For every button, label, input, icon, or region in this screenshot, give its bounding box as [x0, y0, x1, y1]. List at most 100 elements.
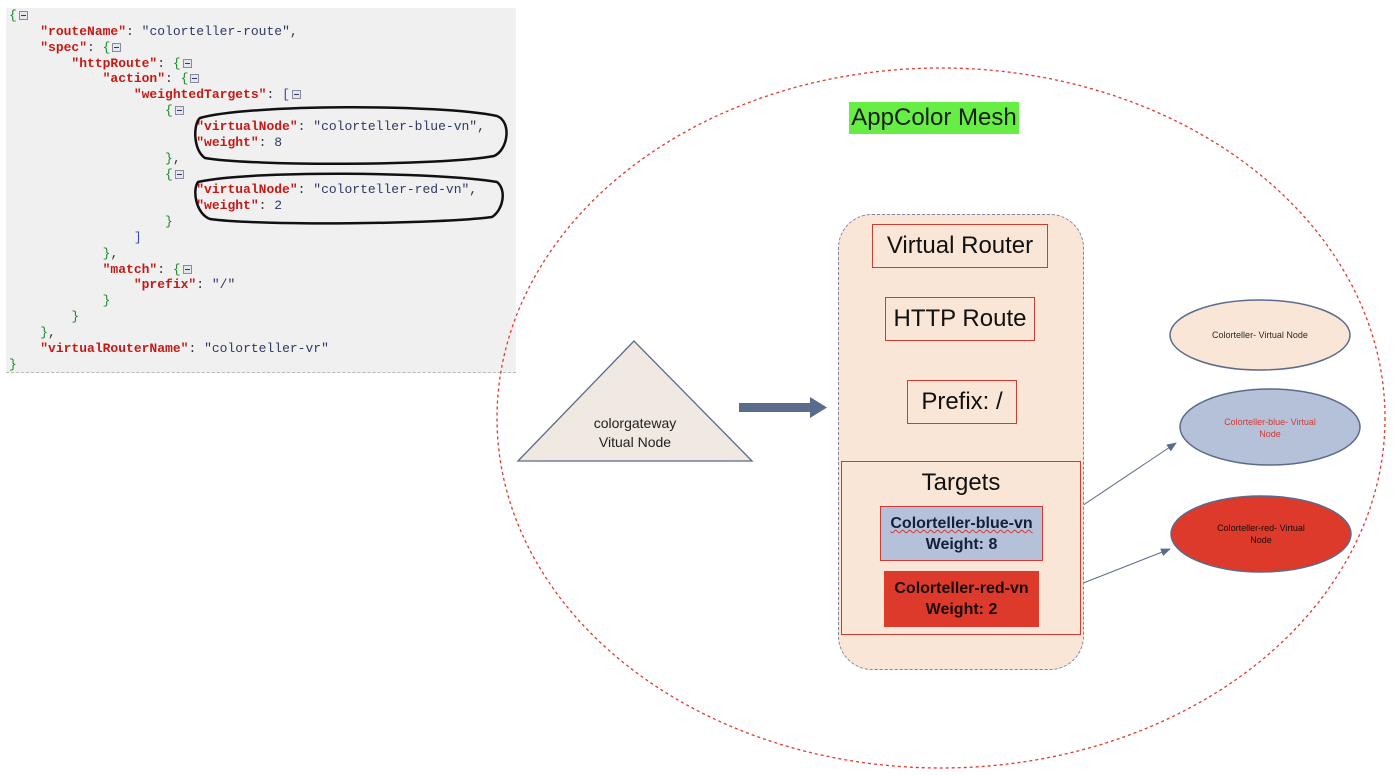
- gateway-triangle: [516, 340, 754, 462]
- code-token: [: [282, 87, 290, 103]
- code-token: ,: [289, 23, 298, 39]
- code-token: "spec": [40, 39, 88, 55]
- code-line: },: [9, 151, 181, 167]
- red-target-weight: Weight: 2: [925, 601, 998, 618]
- code-token: 2: [274, 198, 283, 214]
- code-token: ,: [469, 182, 478, 198]
- collapse-toggle-icon[interactable]: [182, 58, 192, 68]
- blue-target-box: Colorteller-blue-vn Weight: 8: [880, 506, 1043, 561]
- code-token: "prefix": [133, 277, 197, 293]
- red-target-name: Colorteller-red-vn: [894, 580, 1029, 597]
- code-token: }: [40, 325, 49, 340]
- code-token: "weight": [196, 198, 259, 214]
- code-token: ,: [48, 325, 56, 340]
- code-line: {: [9, 167, 184, 183]
- mesh-title: AppColor Mesh: [849, 102, 1019, 134]
- code-line: "httpRoute": {: [9, 56, 192, 72]
- code-token: :: [196, 277, 212, 293]
- code-line: "prefix": "/": [9, 277, 235, 293]
- http-route-box: HTTP Route: [885, 297, 1035, 341]
- collapse-toggle-icon[interactable]: [174, 169, 184, 179]
- code-token: }: [165, 214, 173, 230]
- collapse-toggle-icon[interactable]: [174, 106, 184, 116]
- code-token: "weight": [196, 134, 259, 150]
- code-token: "match": [102, 261, 158, 277]
- collapse-toggle-icon[interactable]: [190, 74, 200, 84]
- code-token: "virtualRouterName": [40, 340, 189, 356]
- code-line: ]: [9, 230, 142, 246]
- json-code-panel: { "routeName": "colorteller-route", "spe…: [6, 8, 516, 373]
- colorteller-blue-node: [1179, 388, 1361, 466]
- code-line: }: [9, 309, 79, 325]
- collapse-toggle-icon[interactable]: [182, 264, 192, 274]
- mesh-boundary: [496, 67, 1386, 769]
- colorteller-node-label: Colorteller- Virtual Node: [1212, 330, 1308, 340]
- code-token: :: [258, 198, 275, 214]
- code-line: "weight": 2: [9, 198, 282, 214]
- code-token: "action": [102, 71, 166, 87]
- code-token: "colorteller-red-vn": [313, 182, 470, 198]
- collapse-toggle-icon[interactable]: [18, 11, 28, 21]
- code-token: {: [165, 103, 173, 119]
- code-token: "colorteller-blue-vn": [313, 118, 478, 134]
- code-token: :: [157, 55, 173, 71]
- code-token: ,: [477, 118, 485, 134]
- code-line: }: [9, 214, 173, 230]
- code-line: }: [9, 357, 17, 373]
- code-line: "weightedTargets": [: [9, 87, 301, 103]
- code-token: ,: [172, 150, 181, 166]
- gateway-name: colorgateway: [593, 415, 677, 431]
- gateway-label: colorgateway Vitual Node: [560, 414, 710, 452]
- code-token: :: [165, 71, 181, 87]
- blue-node-label-line2: Node: [1259, 429, 1281, 439]
- targets-title: Targets: [921, 469, 1001, 496]
- code-token: }: [165, 150, 173, 166]
- code-token: "httpRoute": [71, 55, 158, 71]
- code-line: "match": {: [9, 262, 192, 278]
- code-token: {: [165, 166, 173, 182]
- virtual-router-box: Virtual Router: [872, 224, 1048, 268]
- code-line: {: [9, 103, 184, 119]
- prefix-box: Prefix: /: [907, 380, 1017, 424]
- gateway-type: Vitual Node: [598, 434, 672, 450]
- code-token: {: [172, 55, 181, 71]
- code-token: {: [172, 261, 181, 277]
- code-token: {: [102, 39, 111, 55]
- code-token: :: [126, 23, 142, 39]
- code-token: "colorteller-vr": [204, 340, 329, 356]
- code-line: "virtualNode": "colorteller-red-vn",: [9, 182, 477, 198]
- code-token: "virtualNode": [196, 182, 298, 198]
- code-token: }: [9, 356, 17, 372]
- colorteller-red-node-label: Colorteller-red- Virtual Node: [1181, 522, 1341, 546]
- code-token: :: [266, 87, 283, 103]
- code-line: "spec": {: [9, 39, 122, 56]
- code-line: },: [9, 245, 119, 262]
- code-token: "colorteller-route": [141, 23, 290, 39]
- blue-target-weight: Weight: 8: [925, 536, 998, 553]
- collapse-toggle-icon[interactable]: [291, 90, 301, 100]
- gateway-to-router-arrow: [739, 397, 827, 418]
- code-token: "weightedTargets": [133, 87, 267, 103]
- code-line: {: [9, 8, 28, 24]
- code-line: "routeName": "colorteller-route",: [9, 23, 298, 40]
- code-line: "virtualNode": "colorteller-blue-vn",: [9, 119, 485, 135]
- blue-target-name: Colorteller-blue-vn: [890, 515, 1033, 532]
- code-token: ,: [110, 245, 119, 261]
- code-line: "virtualRouterName": "colorteller-vr": [9, 341, 329, 357]
- red-node-label-line2: Node: [1250, 535, 1272, 545]
- code-token: "/": [211, 277, 236, 293]
- code-line: "action": {: [9, 71, 200, 87]
- code-line: "weight": 8: [9, 135, 282, 151]
- code-token: :: [188, 340, 205, 356]
- code-token: }: [102, 245, 111, 261]
- code-token: {: [180, 71, 189, 87]
- code-token: :: [297, 182, 314, 198]
- highlight-oval-blue: [194, 106, 508, 166]
- code-token: }: [102, 293, 111, 309]
- red-node-label-line1: Colorteller-red- Virtual: [1217, 523, 1305, 533]
- colorteller-red-node: [1170, 495, 1352, 573]
- collapse-toggle-icon[interactable]: [112, 42, 122, 52]
- code-token: 8: [274, 134, 283, 150]
- blue-node-label-line1: Colorteller-blue- Virtual: [1224, 417, 1316, 427]
